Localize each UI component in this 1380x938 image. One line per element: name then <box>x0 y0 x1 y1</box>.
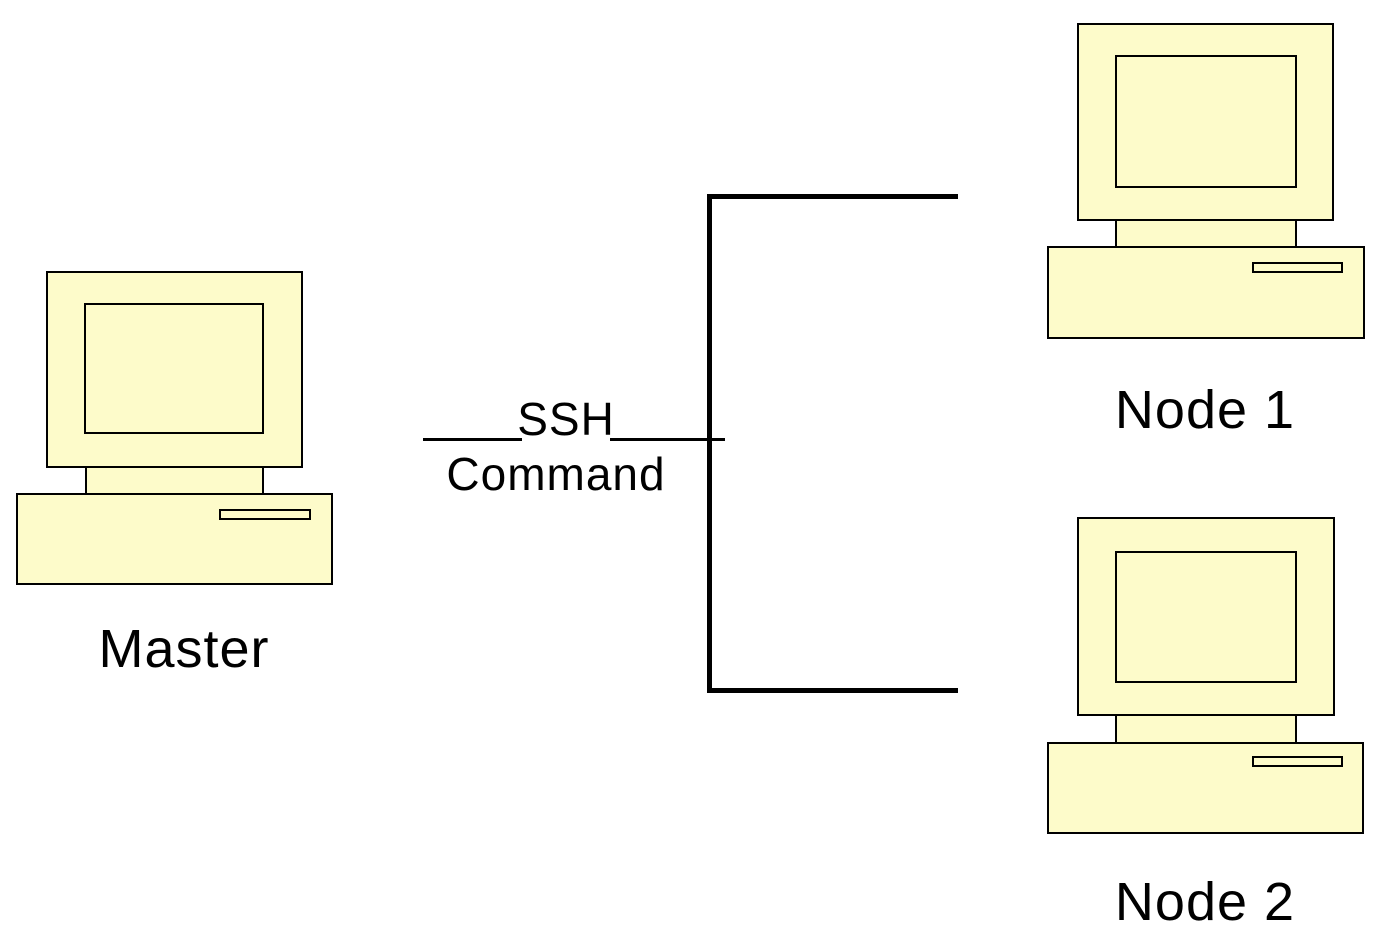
ssh-connector-line-right-segment <box>610 438 725 441</box>
node1-disk-slot <box>1252 262 1343 273</box>
connector-vertical-line <box>707 194 712 693</box>
master-base-unit <box>16 493 333 585</box>
node1-base-unit <box>1047 246 1365 339</box>
node2-disk-slot <box>1252 756 1343 767</box>
master-disk-slot <box>219 509 311 520</box>
connector-line-to-node2 <box>707 688 958 693</box>
connection-label-ssh: SSH <box>517 393 615 445</box>
master-label: Master <box>98 619 270 679</box>
master-screen <box>84 303 264 434</box>
connector-line-to-node1 <box>707 194 958 199</box>
node2-screen <box>1115 551 1297 683</box>
node1-label: Node 1 <box>1114 380 1296 440</box>
ssh-connector-line-left-segment <box>423 438 522 441</box>
connection-label-command: Command <box>446 448 666 500</box>
node1-screen <box>1115 55 1297 188</box>
node2-label: Node 2 <box>1114 872 1296 932</box>
